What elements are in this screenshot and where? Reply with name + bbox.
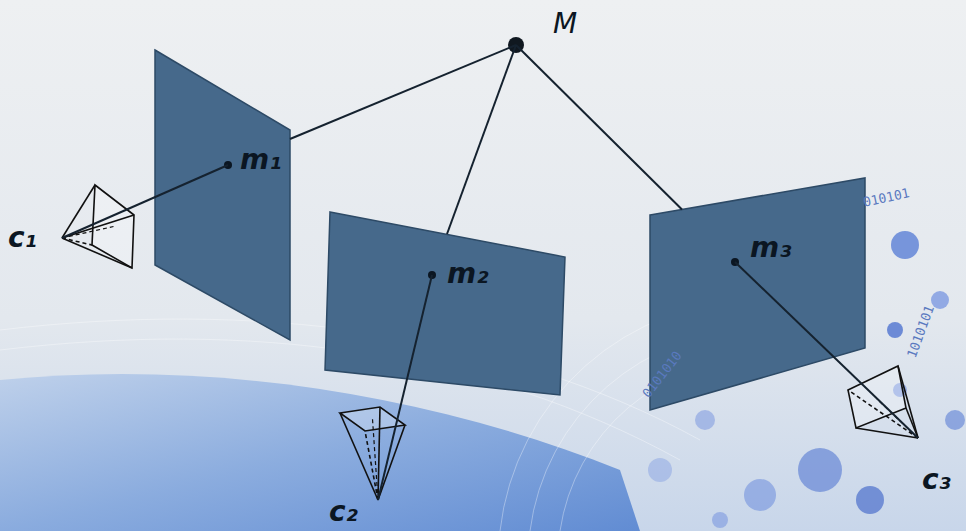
camera: c₁ <box>58 180 138 272</box>
camera-edge <box>340 413 378 500</box>
plane-fill <box>155 50 290 340</box>
projection-dot <box>428 271 436 279</box>
projection-dot <box>731 258 739 266</box>
image-plane: m₁ <box>150 48 292 343</box>
point-shape <box>507 36 525 54</box>
camera: c₃ <box>840 362 925 442</box>
camera-edge <box>898 366 918 438</box>
projection-dot <box>224 161 232 169</box>
camera-edge <box>856 428 918 438</box>
projection-ray <box>447 45 516 234</box>
plane-shape <box>648 176 868 412</box>
blue-swoosh <box>0 374 640 531</box>
camera-axis <box>877 399 918 438</box>
camera-label: c₁ <box>8 224 37 252</box>
camera-edge <box>378 407 380 500</box>
camera-axis <box>373 419 379 500</box>
camera-shape <box>335 405 410 505</box>
camera-edge <box>906 408 918 438</box>
point-dot <box>508 37 524 53</box>
projection-label: m₂ <box>447 260 488 288</box>
plane-shape <box>150 48 292 343</box>
image-plane: m₂ <box>323 210 568 398</box>
projection-label: m₁ <box>240 146 281 174</box>
camera-label: c₃ <box>922 466 951 494</box>
camera-axis <box>62 227 114 239</box>
projection-label: m₃ <box>750 234 791 262</box>
camera-edge <box>62 185 95 238</box>
world-point: M <box>507 36 525 54</box>
camera-edge <box>848 390 918 438</box>
projection-ray <box>62 165 228 238</box>
camera-edge <box>62 215 134 238</box>
plane-shape <box>323 210 568 398</box>
projection-ray <box>516 45 682 210</box>
plane-fill <box>325 212 565 395</box>
camera-edge <box>365 431 378 500</box>
camera-shape <box>58 180 138 272</box>
camera-shape <box>840 362 925 442</box>
camera-label: c₂ <box>329 498 358 526</box>
camera-edge <box>62 238 92 245</box>
plane-fill <box>650 178 865 410</box>
camera-edge <box>62 238 132 268</box>
projection-ray <box>378 275 432 500</box>
point-label: M <box>553 10 577 38</box>
camera-edge <box>378 425 405 500</box>
image-plane: m₃ <box>648 176 868 412</box>
projection-ray <box>290 45 516 139</box>
camera: c₂ <box>335 405 410 505</box>
projection-ray <box>735 262 918 438</box>
